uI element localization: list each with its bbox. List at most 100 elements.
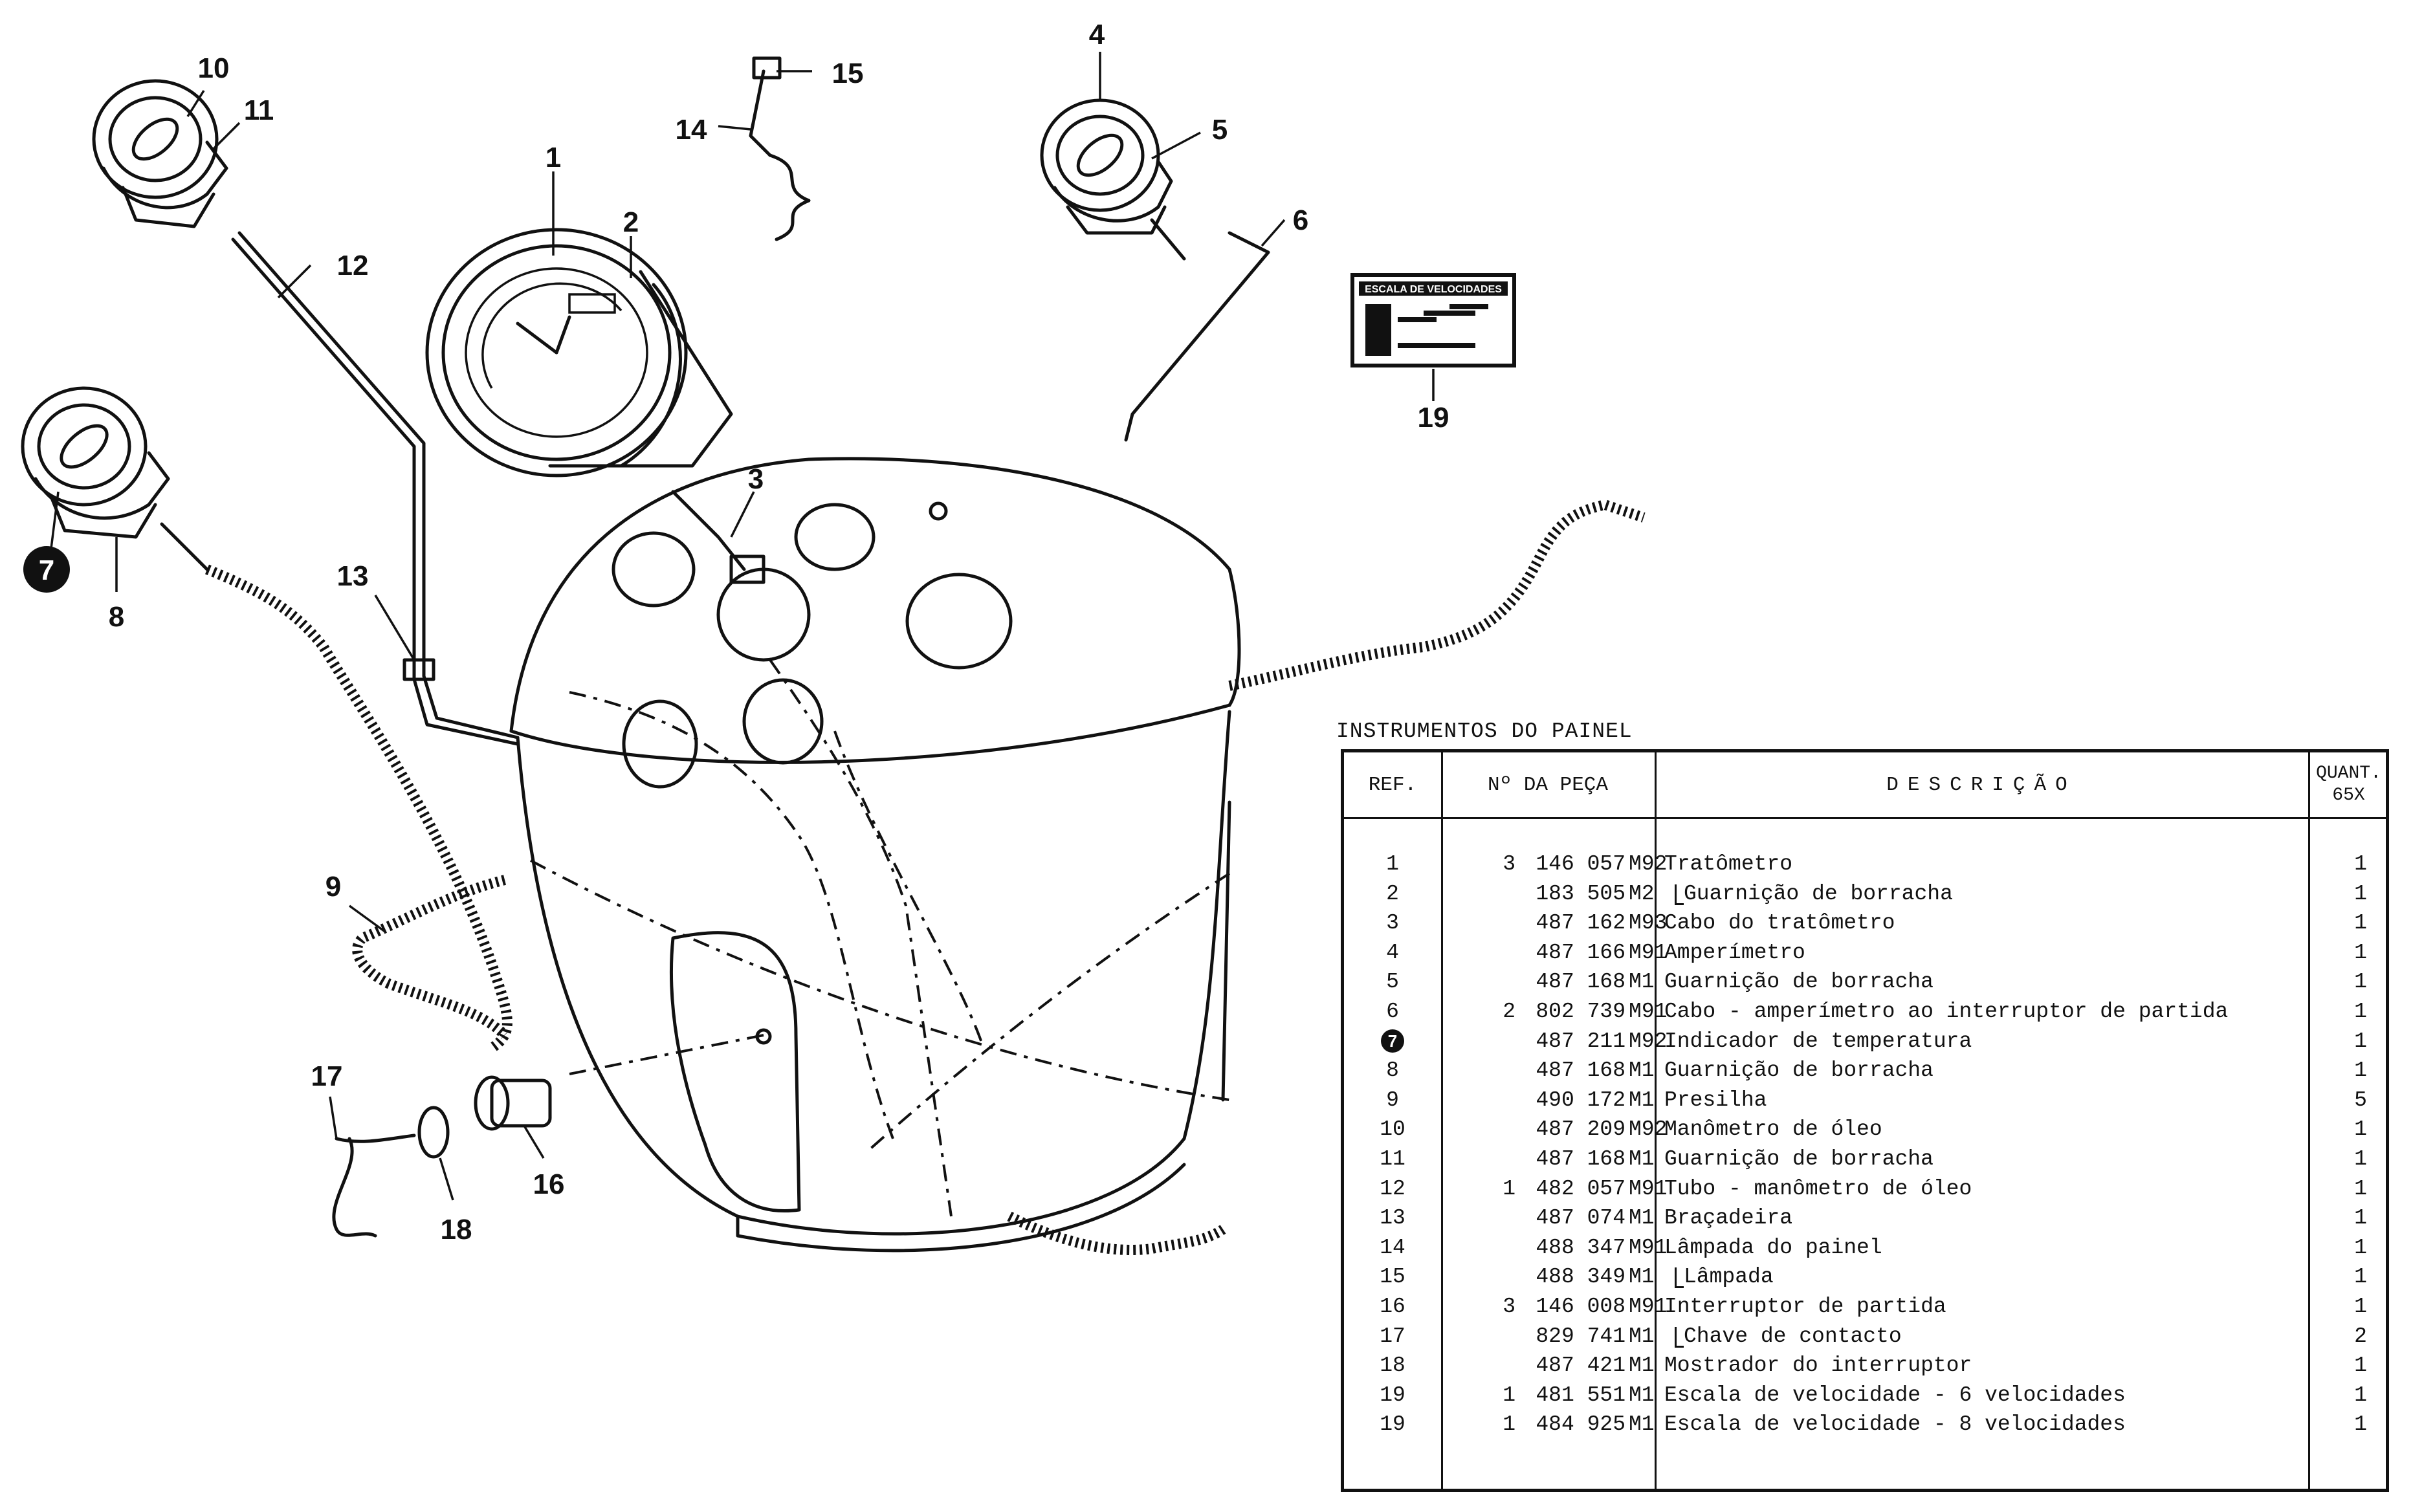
row-part-number: 487 209 — [1536, 1117, 1625, 1142]
row-part-suffix: M1 — [1629, 1265, 1655, 1289]
row-quantity: 1 — [2354, 1029, 2367, 1053]
callout-9: 9 — [325, 871, 341, 903]
table-divider — [2308, 752, 2310, 1489]
header-quantity-line1: QUANT. — [2316, 763, 2381, 783]
row-part-number: 146 008 — [1536, 1294, 1625, 1319]
row-quantity: 1 — [2354, 1235, 2367, 1260]
callout-10: 10 — [198, 52, 230, 84]
row-part-number: 487 168 — [1536, 1146, 1625, 1171]
row-ref: 19 — [1380, 1412, 1405, 1437]
row-part-suffix: M92 — [1629, 1117, 1668, 1142]
row-part-number: 802 739 — [1536, 999, 1625, 1024]
callout-6: 6 — [1293, 204, 1308, 236]
callout-4: 4 — [1089, 19, 1105, 50]
row-part-suffix: M91 — [1629, 999, 1668, 1024]
callout-16: 16 — [533, 1168, 565, 1200]
row-part-number: 487 162 — [1536, 911, 1625, 936]
callout-1: 1 — [545, 142, 561, 173]
row-part-suffix: M1 — [1629, 1206, 1655, 1231]
row-description: Escala de velocidade - 6 velocidades — [1664, 1383, 2126, 1407]
row-quantity: 1 — [2354, 1265, 2367, 1289]
row-description: Lâmpada do painel — [1664, 1235, 1882, 1260]
row-part-number: 487 211 — [1536, 1029, 1625, 1053]
callout-14: 14 — [676, 114, 707, 146]
row-quantity: 1 — [2354, 970, 2367, 994]
row-part-suffix: M1 — [1629, 1412, 1655, 1437]
table-header-divider — [1344, 817, 2386, 819]
callout-18: 18 — [441, 1214, 472, 1245]
row-quantity: 1 — [2354, 1058, 2367, 1083]
row-quantity: 1 — [2354, 1117, 2367, 1142]
row-part-suffix: M1 — [1629, 1088, 1655, 1112]
row-description: Presilha — [1664, 1088, 1767, 1112]
callout-19: 19 — [1418, 402, 1449, 433]
tachometer-gauge — [425, 228, 733, 477]
row-part-suffix: M2 — [1629, 881, 1655, 906]
row-quantity: 2 — [2354, 1324, 2367, 1348]
row-description: Indicador de temperatura — [1664, 1029, 1972, 1053]
row-description: Escala de velocidade - 8 velocidades — [1664, 1412, 2126, 1437]
row-part-prefix: 1 — [1503, 1412, 1515, 1437]
header-quantity-line2: 65X — [2332, 785, 2365, 805]
header-ref: REF. — [1368, 773, 1417, 796]
row-part-number: 146 057 — [1536, 852, 1625, 876]
temperature-gauge — [21, 386, 209, 571]
row-ref: 8 — [1386, 1058, 1399, 1083]
row-part-number: 488 347 — [1536, 1235, 1625, 1260]
row-ref: 18 — [1380, 1353, 1405, 1378]
row-ref: 10 — [1380, 1117, 1405, 1142]
header-quantity: QUANT. 65X — [2308, 752, 2389, 817]
row-part-suffix: M1 — [1629, 970, 1655, 994]
callout-11: 11 — [244, 94, 274, 126]
row-ref: 2 — [1386, 881, 1399, 906]
row-quantity: 1 — [2354, 1353, 2367, 1378]
row-quantity: 1 — [2354, 1383, 2367, 1407]
row-part-number: 481 551 — [1536, 1383, 1625, 1407]
row-part-prefix: 3 — [1503, 852, 1515, 876]
row-description: Guarnição de borracha — [1664, 970, 1934, 994]
leader-lines — [47, 52, 1286, 1201]
row-description: Amperímetro — [1664, 940, 1805, 965]
row-quantity: 1 — [2354, 940, 2367, 965]
tachometer-cable — [671, 490, 766, 584]
row-description: Guarnição de borracha — [1675, 879, 1953, 908]
row-quantity: 1 — [2354, 911, 2367, 936]
row-part-number: 487 168 — [1536, 1058, 1625, 1083]
row-ref: 12 — [1380, 1176, 1405, 1201]
row-ref: 15 — [1380, 1265, 1405, 1289]
dashboard-housing — [509, 457, 1241, 1253]
oil-pipe — [231, 231, 520, 746]
row-ref: 9 — [1386, 1088, 1399, 1112]
row-ref: 1 — [1386, 852, 1399, 876]
row-quantity: 1 — [2354, 881, 2367, 906]
row-quantity: 1 — [2354, 1206, 2367, 1231]
row-part-prefix: 1 — [1503, 1176, 1515, 1201]
row-part-number: 829 741 — [1536, 1324, 1625, 1348]
row-description: Guarnição de borracha — [1664, 1146, 1934, 1171]
row-part-suffix: M1 — [1629, 1146, 1655, 1171]
row-part-suffix: M1 — [1629, 1324, 1655, 1348]
ammeter-cable — [1124, 231, 1270, 442]
header-part-number: Nº DA PEÇA — [1487, 773, 1609, 796]
row-part-suffix: M91 — [1629, 940, 1668, 965]
row-part-number: 487 421 — [1536, 1353, 1625, 1378]
callout-3: 3 — [748, 463, 764, 495]
wiring-harness — [205, 499, 1646, 1255]
row-ref: 5 — [1386, 970, 1399, 994]
row-ref: 14 — [1380, 1235, 1405, 1260]
row-part-suffix: M91 — [1629, 1294, 1668, 1319]
starter-switch-assembly — [332, 1075, 552, 1238]
